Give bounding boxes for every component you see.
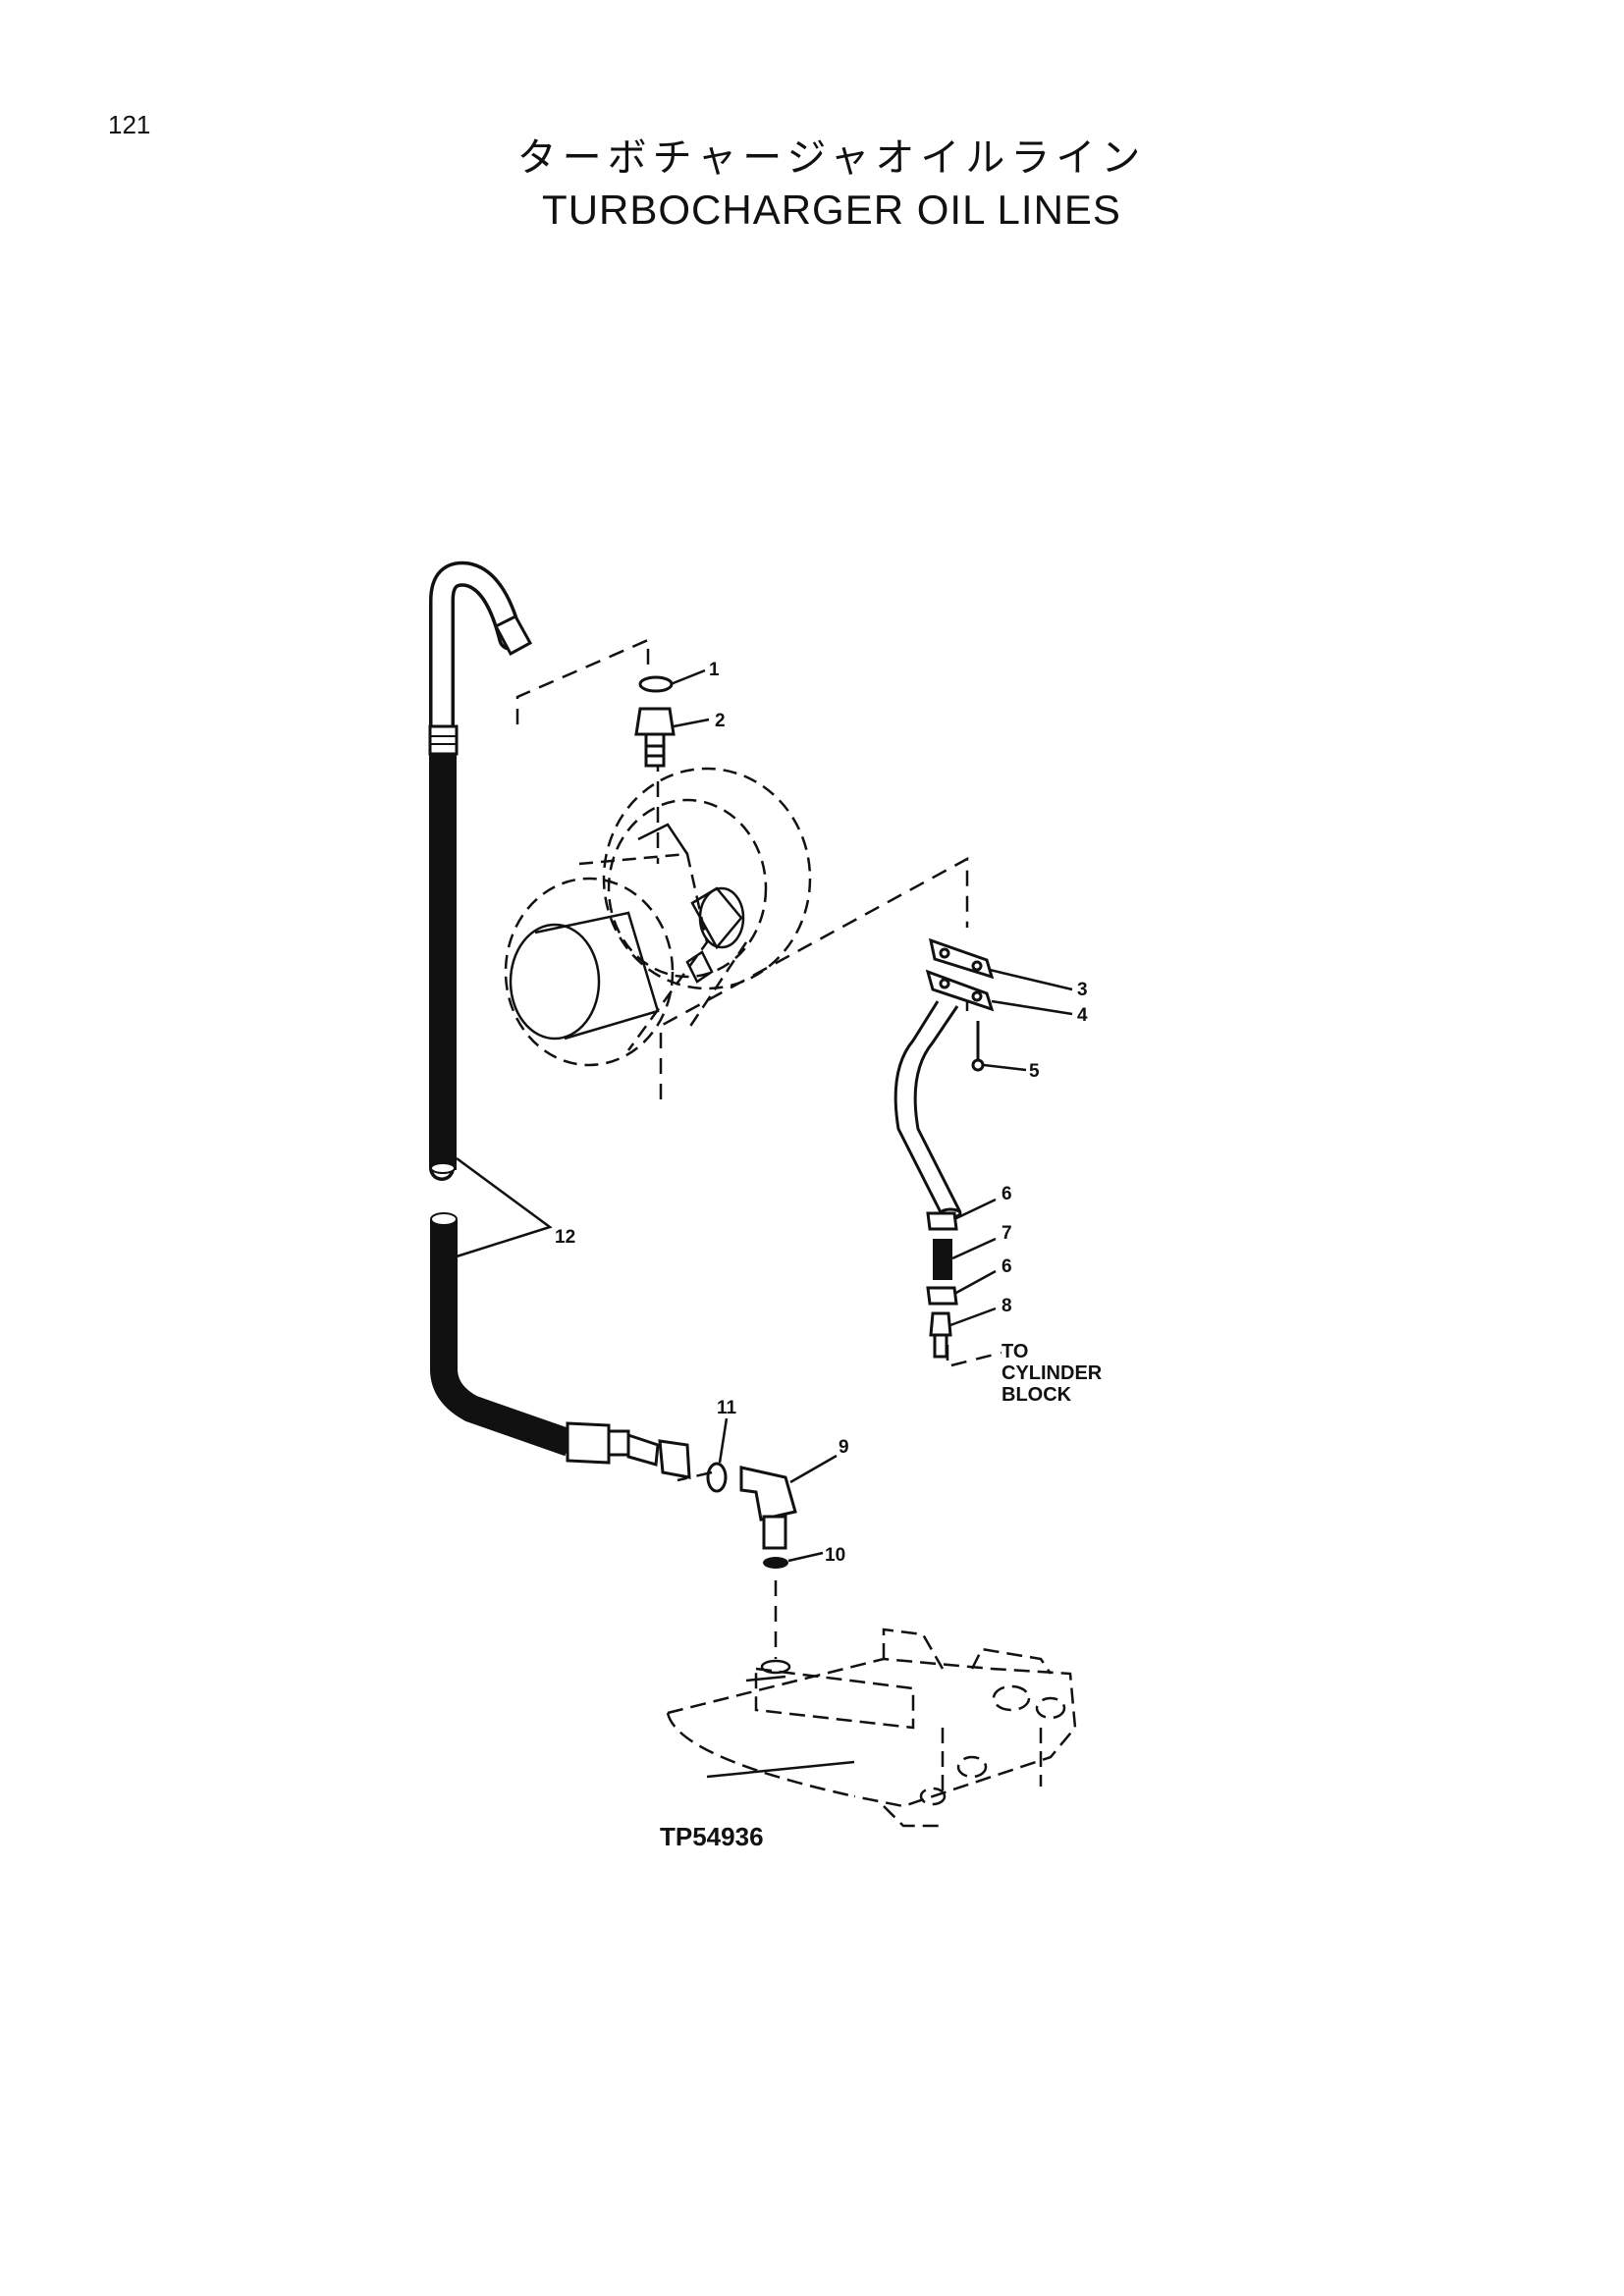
callout-numbers: 1 2 3 4 5 6 7 6 8 11 9 10 12 [555,660,1088,1566]
note-line-to: TO [1001,1341,1028,1362]
turbocharger-phantom [504,767,812,1067]
part-11-o-ring [706,1462,728,1493]
page-number: 121 [108,110,151,139]
to-cylinder-block-note: TO CYLINDER BLOCK [1001,1341,1103,1406]
callout-12: 12 [555,1227,575,1248]
part-2-fitting [634,707,676,768]
figure-id: TP54936 [660,1822,764,1851]
part-7-hose [933,1239,952,1280]
engine-block-base [666,1628,1077,1828]
callout-5: 5 [1029,1061,1040,1082]
part-3-gasket [928,937,995,980]
callout-11: 11 [717,1398,737,1418]
oil-drain-tube [893,1000,962,1219]
part-9-elbow-fitting [739,1466,797,1550]
part-10-washer [763,1557,788,1569]
callout-8: 8 [1001,1296,1012,1316]
page-title-japanese: ターボチャージャオイルライン [516,135,1147,181]
lower-oil-hose [430,1212,691,1479]
part-8-fitting [929,1311,952,1359]
part-4-flange [925,969,995,1012]
part-6-lower-clamp [926,1286,958,1306]
turbocharger-housing [509,823,745,1041]
callout-6-lower: 6 [1001,1256,1012,1277]
note-line-block: BLOCK [1001,1384,1072,1406]
callout-2: 2 [715,711,726,731]
callout-12-leader [456,1156,553,1258]
callout-7: 7 [1001,1223,1012,1244]
part-6-upper-clamp [926,1211,958,1231]
note-line-cylinder: CYLINDER [1001,1362,1103,1384]
callout-3: 3 [1077,980,1088,1000]
page-title-english: TURBOCHARGER OIL LINES [542,187,1121,233]
part-5-bolt [971,1021,985,1072]
callout-10: 10 [825,1545,845,1566]
callout-1: 1 [709,660,720,680]
upper-oil-hose [428,561,533,1181]
callout-9: 9 [839,1437,849,1458]
callout-6-upper: 6 [1001,1184,1012,1204]
engine-block-solid-edges [706,1659,855,1779]
callout-leaders [670,668,1073,1563]
callout-4: 4 [1077,1005,1088,1026]
part-1-o-ring [638,675,674,693]
